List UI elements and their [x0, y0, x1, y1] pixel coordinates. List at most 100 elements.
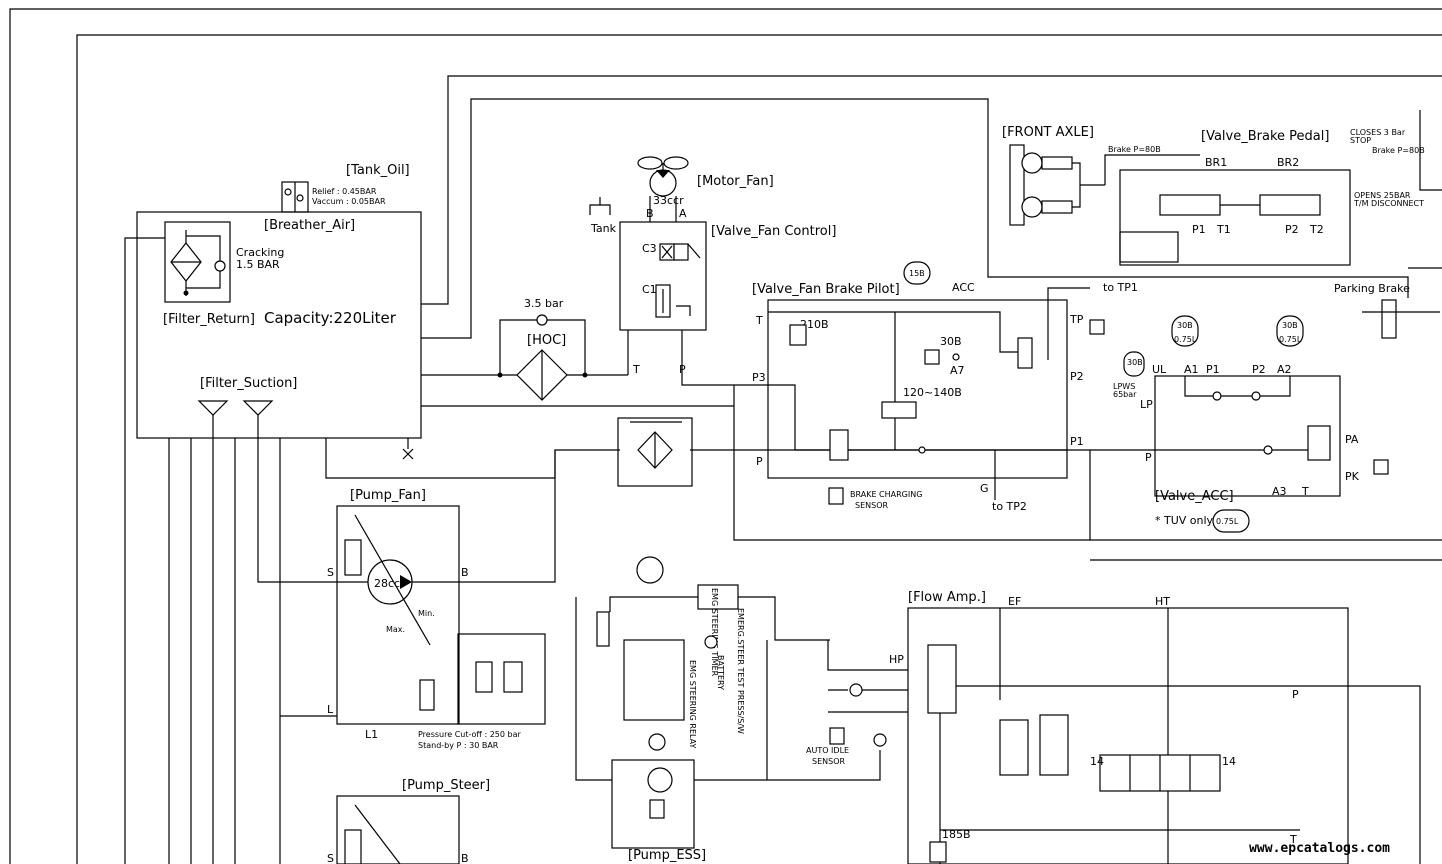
- acc-label: ACC: [952, 281, 975, 294]
- emg-test-label: EMERG.STEER TEST PRESS/S/W: [736, 608, 745, 734]
- pump-fan-label: [Pump_Fan]: [350, 488, 426, 503]
- front-axle-brake-pedal: [FRONT AXLE] Brake P=80B [Valve_Brake Pe…: [1002, 125, 1440, 339]
- valve-30b: 30B: [940, 335, 962, 348]
- emg-relay-label: EMG STEERING RELAY: [688, 660, 697, 749]
- pump-fan-port-s: S: [327, 566, 334, 579]
- port-br2: BR2: [1277, 156, 1299, 169]
- parking-brake-label: Parking Brake: [1334, 282, 1410, 295]
- tank-oil: [Tank_Oil] Relief : 0.45BAR Vaccum : 0.0…: [124, 163, 422, 864]
- flow-amp-port-t: T: [1289, 833, 1297, 846]
- pilot-port-p1: P1: [1070, 435, 1084, 448]
- hoc-label: [HOC]: [527, 333, 566, 348]
- motor-fan-label: [Motor_Fan]: [697, 174, 774, 189]
- opens-label: OPENS 25BAR: [1354, 191, 1411, 200]
- hoc-cooler: 3.5 bar [HOC] T: [497, 297, 640, 401]
- cracking-label: Cracking: [236, 246, 284, 259]
- acc-port-p2: P2: [1252, 363, 1266, 376]
- pump-fan: [Pump_Fan] 28cc S B Min. Max. L L1 Press…: [280, 450, 556, 750]
- motor-fan-displacement: 33ccr: [653, 194, 684, 207]
- tm-disconnect-label: T/M DISCONNECT: [1353, 199, 1424, 208]
- pump-ess-label: [Pump_ESS]: [628, 848, 706, 863]
- valve-120-140b: 120~140B: [903, 386, 962, 399]
- motor-port-a: A: [679, 207, 687, 220]
- port-br1: BR1: [1205, 156, 1227, 169]
- to-tp1: to TP1: [1103, 281, 1138, 294]
- brake-charging-sensor: SENSOR: [855, 501, 888, 510]
- port-a2: A2: [1277, 363, 1292, 376]
- acc-30b-ul: 30B: [1127, 358, 1143, 367]
- tank-label: Tank: [590, 222, 617, 235]
- stop-label: STOP: [1350, 136, 1371, 145]
- acc-075-a2: 0.75L: [1279, 335, 1302, 344]
- port-a1: A1: [1184, 363, 1199, 376]
- brake-charging-label: BRAKE CHARGING: [850, 490, 922, 499]
- brake-pilot-port-t: T: [755, 314, 763, 327]
- acc-075-a1: 0.75L: [1174, 335, 1197, 344]
- relief-label: Relief : 0.45BAR: [312, 187, 377, 196]
- lpws-pressure: 65bar: [1113, 390, 1137, 399]
- pressure-filter: [617, 417, 693, 487]
- tuv-only-note: * TUV only: [1155, 514, 1214, 527]
- port-a3: A3: [1272, 485, 1287, 498]
- motor-fan-group: [Motor_Fan] 33ccr Tank B A [Valve_Fan Co…: [589, 156, 836, 386]
- cracking-value: 1.5 BAR: [236, 258, 280, 271]
- drawing-frame: [9, 8, 1442, 864]
- to-tp2: to TP2: [992, 500, 1027, 513]
- port-pa: PA: [1345, 433, 1359, 446]
- pump-steer-port-s: S: [327, 852, 334, 864]
- valve-fan-control-label: [Valve_Fan Control]: [711, 224, 836, 239]
- port-a7: A7: [950, 364, 965, 377]
- port-hp: HP: [889, 653, 904, 666]
- tank-capacity: Capacity:220Liter: [264, 309, 397, 327]
- pilot-port-p: P: [756, 455, 763, 468]
- valve-acc-label: [Valve_ACC]: [1155, 489, 1234, 504]
- pump-fan-max: Max.: [386, 625, 405, 634]
- flow-amp-port-p: P: [1292, 688, 1299, 701]
- port-g: G: [980, 482, 989, 495]
- pump-fan-port-l: L: [327, 703, 334, 716]
- port-ef: EF: [1008, 595, 1021, 608]
- relief-210b: 210B: [800, 318, 829, 331]
- port-lp: LP: [1140, 398, 1153, 411]
- valve-fan-brake-pilot: [Valve_Fan Brake Pilot] 15B ACC T 210B 3…: [734, 261, 1138, 513]
- acc-port-p: P: [1145, 451, 1152, 464]
- valve-fan-brake-pilot-label: [Valve_Fan Brake Pilot]: [752, 282, 900, 297]
- hoc-bypass-label: 3.5 bar: [524, 297, 564, 310]
- breather-air-label: [Breather_Air]: [264, 218, 355, 233]
- valve-c3-label: C3: [642, 242, 657, 255]
- pilot-port-p2: P2: [1070, 370, 1084, 383]
- watermark: www.epcatalogs.com: [1249, 841, 1390, 856]
- valve-brake-pedal-label: [Valve_Brake Pedal]: [1201, 129, 1329, 144]
- acc-port-t: T: [1301, 485, 1309, 498]
- auto-idle-sensor: SENSOR: [812, 757, 845, 766]
- acc-15b: 15B: [909, 269, 925, 278]
- valve-fan-port-p: P: [679, 363, 686, 376]
- pump-fan-port-b: B: [461, 566, 469, 579]
- filter-return-label: [Filter_Return]: [163, 312, 255, 327]
- valve-acc-group: 30B 0.75L 30B 0.75L 30B UL A1 P1 P2 A2 L…: [1090, 315, 1389, 533]
- pedal-port-p2: P2: [1285, 223, 1299, 236]
- port-pk: PK: [1345, 470, 1360, 483]
- filter-suction-label: [Filter_Suction]: [200, 376, 297, 391]
- port-ht: HT: [1155, 595, 1170, 608]
- battery-label: BATTERY: [716, 655, 725, 690]
- port-tp: TP: [1069, 313, 1084, 326]
- spring-14-right: 14: [1222, 755, 1236, 768]
- pedal-port-p1: P1: [1192, 223, 1206, 236]
- emg-timer-label: EMG STEERING TIMER: [710, 588, 719, 677]
- pump-fan-port-l1: L1: [365, 728, 378, 741]
- lpws-label: LPWS: [1113, 382, 1135, 391]
- front-axle-label: [FRONT AXLE]: [1002, 125, 1094, 140]
- pump-steer-label: [Pump_Steer]: [402, 778, 490, 793]
- emergency-steering: EMG STEERING TIMER EMG STEERING RELAY BA…: [575, 556, 881, 863]
- pump-fan-min: Min.: [418, 609, 435, 618]
- hoc-port-t: T: [632, 363, 640, 376]
- pump-steer: [Pump_Steer] S B: [327, 778, 490, 864]
- flow-amp-label: [Flow Amp.]: [908, 590, 986, 605]
- port-p3: P3: [752, 371, 766, 384]
- relief-185b: 185B: [942, 828, 971, 841]
- standby-note: Stand-by P : 30 BAR: [418, 741, 499, 750]
- auto-idle-label: AUTO IDLE: [806, 746, 849, 755]
- pump-fan-displacement: 28cc: [374, 577, 400, 590]
